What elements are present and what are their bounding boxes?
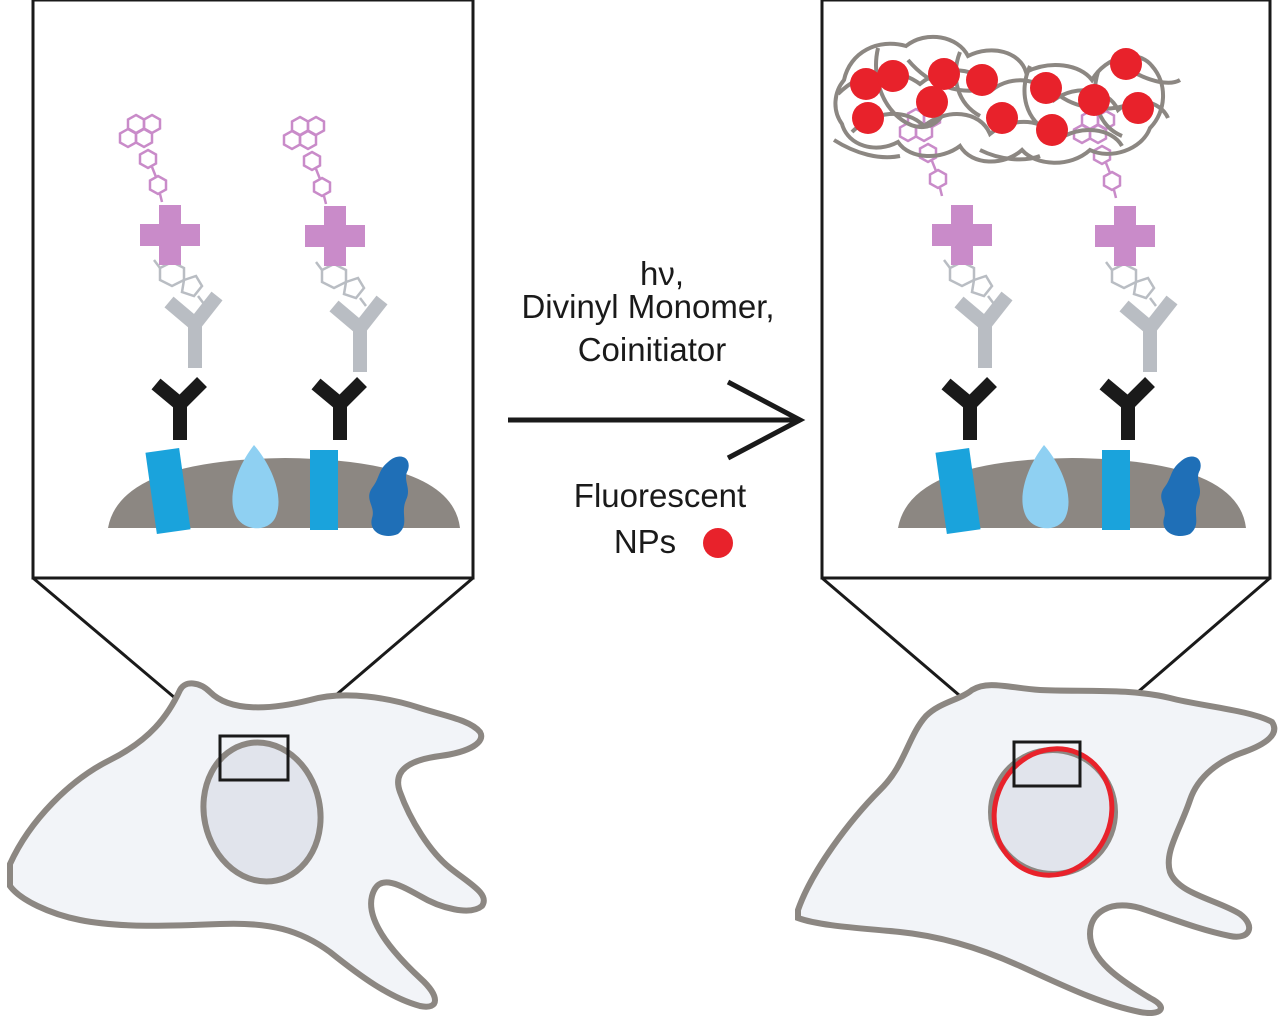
left-zoom-region [218,734,290,782]
nanoparticle [877,60,909,92]
nanoparticle [852,102,884,134]
right-protein-light [1022,445,1069,529]
nanoparticle-cluster [850,48,1154,146]
right-protein-dark [1161,456,1201,537]
left-cell [7,680,487,1010]
left-nucleus [200,739,324,885]
right-zoom-region [1012,740,1082,788]
nanoparticle [1110,48,1142,80]
legend-label-nps: NPs [613,523,677,560]
left-membrane [108,458,460,528]
right-zoom-panel [820,0,1272,744]
left-zoom-panel [31,0,475,738]
legend-label-fluorescent: Fluorescent [573,477,747,514]
nanoparticle-icon [703,528,733,558]
left-protein-light [232,445,279,529]
nanoparticle [1122,92,1154,124]
left-receptor-2 [310,450,338,530]
reaction-condition-coinitiator: Coinitiator [577,331,727,368]
nanoparticle [1030,72,1062,104]
nanoparticle [1078,84,1110,116]
nanoparticle [928,58,960,90]
left-protein-dark [369,456,409,537]
right-receptor-1 [935,448,981,534]
nanoparticle [1036,114,1068,146]
right-receptor-2 [1102,450,1130,530]
right-membrane [898,458,1246,528]
nanoparticle [966,64,998,96]
nanoparticle [986,102,1018,134]
right-nucleus-fluorescent-outline [991,746,1115,878]
left-receptor-1 [145,448,191,534]
nanoparticle [916,86,948,118]
reaction-condition-monomer: Divinyl Monomer, [521,288,775,325]
reaction-arrow-icon [508,379,806,461]
reaction-condition-light: hν, [639,255,685,292]
right-cell [795,682,1278,1016]
polymer-network [832,35,1182,165]
nanoparticle [850,68,882,100]
